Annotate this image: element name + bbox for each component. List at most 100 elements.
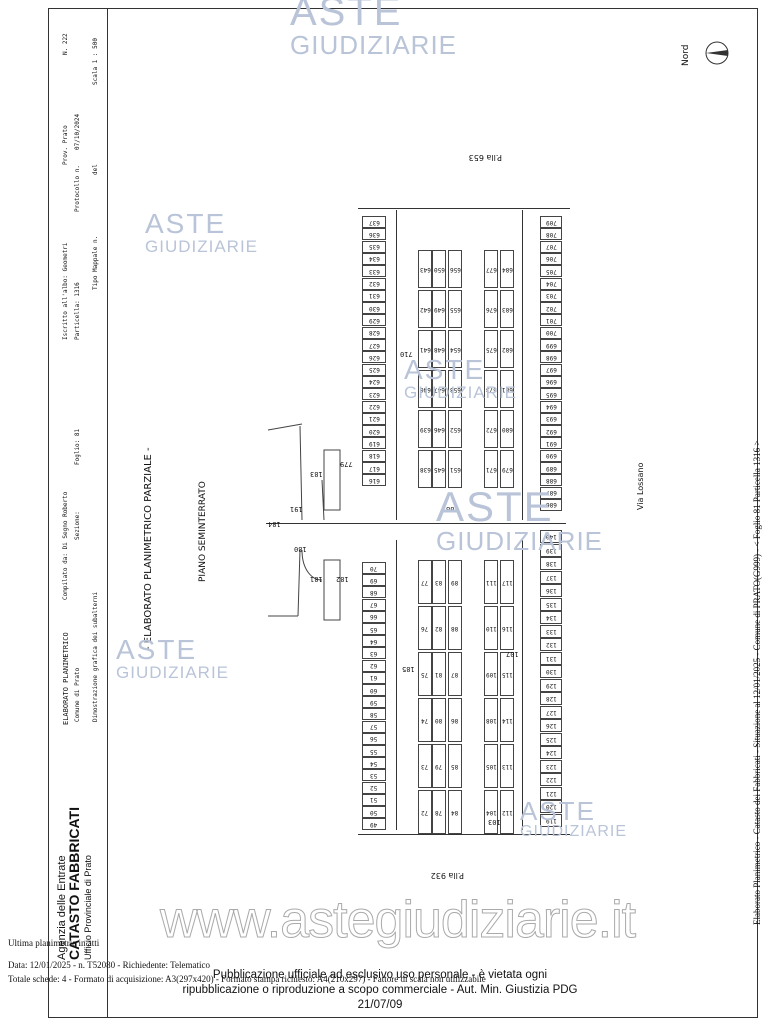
parking-cell-label: 105 [485,762,497,770]
parking-cell: 620 [362,425,386,438]
parking-cell: 64 [362,635,386,648]
parking-cell-label: 131 [545,654,557,662]
parking-cell-label: 707 [545,243,557,251]
parking-cell: 126 [540,719,562,732]
parking-cell: 55 [362,745,386,757]
parking-cell: 653 [448,370,462,408]
parking-cell-label: 689 [545,464,557,472]
parking-cell: 623 [362,388,386,401]
corridor-line-top-right [522,210,523,520]
parking-cell-label: 695 [545,390,557,398]
parking-cell: 616 [362,474,386,487]
parking-cell-label: 129 [545,681,557,689]
parking-cell-label: 59 [370,698,378,706]
parking-cell: 625 [362,363,386,376]
parking-cell-label: 89 [451,578,459,586]
parking-cell: 691 [540,437,562,450]
parking-cell-label: 642 [419,305,431,313]
parking-cell-label: 135 [545,600,557,608]
publication-notice: Pubblicazione ufficiale ad esclusivo uso… [160,968,600,1013]
parking-cell-label: 639 [419,425,431,433]
parking-cell: 84 [448,790,462,834]
parking-cell-label: 63 [370,649,378,657]
parking-cell-label: 677 [485,265,497,273]
parking-cell: 59 [362,696,386,709]
parking-cell: 57 [362,720,386,733]
header-section: Sezione: [74,511,81,540]
header-title: ELABORATO PLANIMETRICO [62,632,70,725]
road-label: Via Lossano [636,462,645,510]
parking-cell-label: 623 [368,390,380,398]
parking-cell: 649 [432,290,446,328]
parking-cell-label: 706 [545,255,557,263]
parking-cell: 679 [500,450,514,488]
parking-cell: 638 [418,450,432,488]
parking-cell-label: 635 [368,243,380,251]
parking-cell-label: 641 [419,345,431,353]
header-foglio: Foglio: 81 [74,428,81,465]
parking-cell: 707 [540,240,562,253]
parking-cell: 671 [484,450,498,488]
parking-cell: 680 [500,410,514,448]
north-label: Nord [681,44,691,67]
header-comune: Comune di Prato [74,667,81,722]
parking-cell: 624 [362,375,386,388]
plan-top-line [358,208,570,209]
parking-cell-label: 84 [451,808,459,816]
parking-cell: 695 [540,388,562,401]
parking-cell-label: 616 [368,476,380,484]
parking-cell: 121 [540,786,562,800]
parking-cell: 131 [540,651,562,665]
parking-cell-label: 679 [501,465,513,473]
watermark-giudiziarie-text: GIUDIZIARIE [520,823,628,840]
parking-cell: 74 [418,698,432,742]
parking-cell-label: 110 [485,624,497,632]
parking-cell-label: 649 [433,305,445,313]
parking-cell: 698 [540,351,562,364]
subalterno-label: 182 [336,575,349,583]
parking-cell-label: 683 [501,305,513,313]
parking-cell-label: 619 [368,439,380,447]
parking-cell-label: 705 [545,267,557,275]
parking-cell-label: 85 [451,762,459,770]
parking-cell: 127 [540,705,562,719]
parking-cell: 617 [362,462,386,474]
parking-cell-label: 82 [435,624,443,632]
parking-cell: 626 [362,351,386,364]
parking-cell: 134 [540,611,562,624]
header-registered: Iscritto all'albo: Geometri [62,242,69,340]
watermark-giudiziarie-text: GIUDIZIARIE [116,663,230,682]
parking-cell-label: 62 [370,662,378,670]
ramp-drawing [267,423,341,621]
parking-cell-label: 618 [368,452,380,460]
parking-cell-label: 692 [545,427,557,435]
parking-cell: 77 [418,560,432,604]
parking-cell: 699 [540,339,562,351]
parking-cell: 632 [362,277,386,290]
parking-cell: 646 [432,410,446,448]
parking-cell-label: 138 [545,560,557,567]
parking-cell: 128 [540,692,562,705]
parking-cell-label: 61 [370,674,378,682]
parking-cell: 135 [540,597,562,611]
parking-cell: 67 [362,598,386,611]
parking-cell-label: 70 [370,564,378,572]
subalterno-label: 180 [294,545,307,553]
parking-cell: 703 [540,289,562,302]
parking-cell: 639 [418,410,432,448]
parking-cell: 635 [362,240,386,253]
parking-cell-label: 49 [370,820,378,828]
parking-cell: 104 [484,790,498,834]
parking-cell: 684 [500,250,514,288]
watermark-giudiziarie-text: GIUDIZIARIE [404,383,518,402]
parking-cell: 70 [362,562,386,574]
parking-cell-label: 109 [485,670,497,678]
parking-cell-label: 58 [370,710,378,718]
parking-cell: 648 [432,330,446,368]
parking-cell: 83 [432,560,446,604]
footer-line2: Data: 12/01/2025 - n. T52080 - Richieden… [8,960,210,970]
parking-cell-label: 648 [433,345,445,353]
